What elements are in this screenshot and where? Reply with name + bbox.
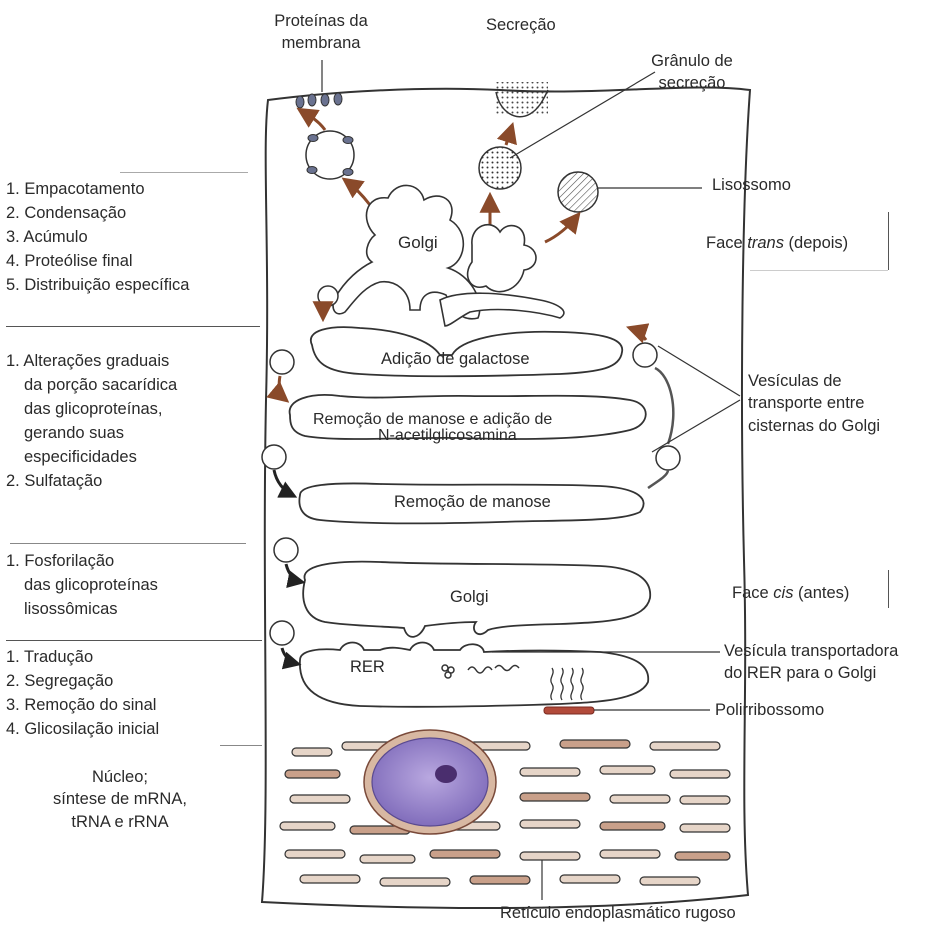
label-adicao-galactose: Adição de galactose <box>381 350 530 368</box>
label-golgi-cis: Golgi <box>450 588 489 606</box>
list-trans: 1. Empacotamento 2. Condensação 3. Acúmu… <box>6 178 189 298</box>
label-granulo-secrecao: Grânulo de secreção <box>636 50 748 95</box>
label-reticulo-endoplasmatico: Retículo endoplasmático rugoso <box>500 902 736 924</box>
lysosome <box>558 172 598 212</box>
label-remocao-manose: Remoção de manose <box>394 493 551 511</box>
list-medial: 1. Alterações graduais da porção sacaríd… <box>6 350 177 494</box>
list-cis: 1. Fosforilação das glicoproteínas lisos… <box>6 550 158 622</box>
secretion-granule <box>479 147 521 189</box>
label-polirribossomo: Polirribossomo <box>715 699 824 721</box>
label-secrecao: Secreção <box>486 14 556 36</box>
label-face-trans: Face trans (depois) <box>706 232 848 254</box>
nucleus <box>364 730 496 834</box>
label-vesicula-rer-golgi: Vesícula transportadora do RER para o Go… <box>724 640 898 685</box>
label-remocao-adicao-1: Remoção de manose e adição de <box>313 411 552 428</box>
label-vesiculas-transporte: Vesículas de transporte entre cisternas … <box>748 370 880 437</box>
label-golgi-top: Golgi <box>398 233 438 252</box>
list-rer: 1. Tradução 2. Segregação 3. Remoção do … <box>6 646 159 742</box>
label-lisossomo: Lisossomo <box>712 174 791 196</box>
label-rer: RER <box>350 658 385 676</box>
label-remocao-adicao-2: N-acetilglicosamina <box>378 427 517 444</box>
label-face-cis: Face cis (antes) <box>732 582 849 604</box>
label-proteinas-membrana: Proteínas da membrana <box>246 10 396 55</box>
label-nucleo: Núcleo; síntese de mRNA, tRNA e rRNA <box>20 766 220 833</box>
